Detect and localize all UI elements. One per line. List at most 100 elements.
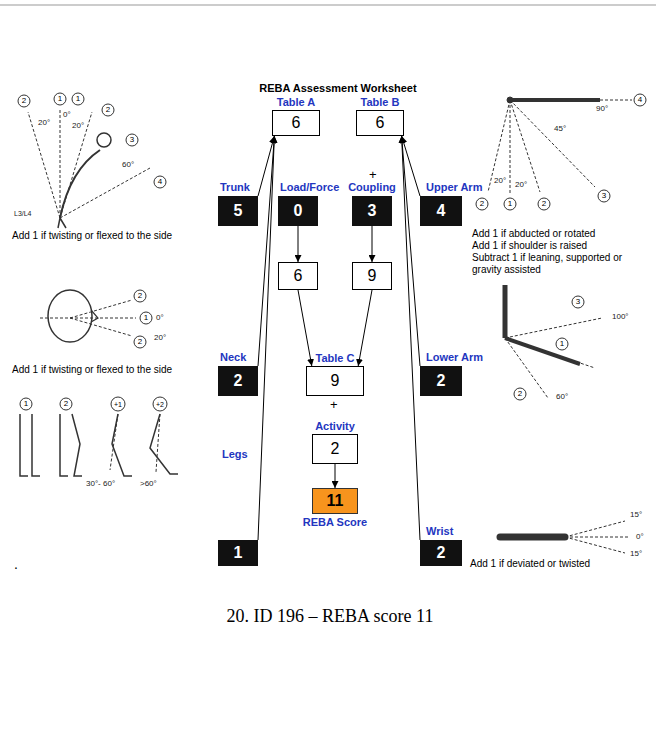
- table-score-box: Activity2: [312, 434, 358, 464]
- score-input-box: Upper Arm4: [420, 196, 462, 226]
- flow-arrow: [335, 464, 336, 488]
- operator-sign: .: [14, 556, 18, 572]
- score-value: 1: [234, 544, 243, 562]
- score-value: 5: [234, 202, 243, 220]
- callout-number: 1: [144, 314, 148, 322]
- angle-label: 20°: [494, 176, 506, 185]
- score-value: 2: [437, 544, 446, 562]
- angle-label: 0°: [156, 313, 164, 322]
- score-value: 9: [331, 372, 340, 390]
- callout-number: 2: [480, 200, 484, 208]
- angle-label: 0°: [63, 110, 71, 119]
- table-score-box: Table A6: [272, 110, 320, 136]
- score-value: 3: [368, 202, 377, 220]
- score-input-box: Wrist2: [420, 540, 462, 566]
- box-heading: Neck: [220, 351, 246, 363]
- angle-label: >60°: [140, 479, 157, 488]
- table-score-box: 6: [278, 262, 318, 290]
- callout-number: 4: [638, 96, 642, 104]
- callout-number: 2: [64, 400, 68, 408]
- note-text: Add 1 if twisting or flexed to the side: [12, 230, 172, 242]
- angle-label: 20°: [154, 333, 166, 342]
- box-heading: Coupling: [348, 181, 396, 193]
- angle-label: 60°: [122, 160, 134, 169]
- angle-label: 90°: [596, 104, 608, 113]
- flow-arrow: [298, 290, 312, 366]
- operator-sign: +: [330, 398, 338, 413]
- score-value: 0: [294, 202, 303, 220]
- box-heading: Load/Force: [280, 181, 339, 193]
- table-score-box: Table C9: [306, 366, 364, 396]
- callout-number: 1: [508, 200, 512, 208]
- box-heading: Trunk: [220, 181, 250, 193]
- note-text: Add 1 if deviated or twisted: [470, 558, 590, 570]
- angle-label: 20°: [38, 118, 50, 127]
- flow-arrow: [402, 136, 420, 540]
- note-text: Subtract 1 if leaning, supported or grav…: [472, 252, 642, 275]
- score-value: 2: [331, 440, 340, 458]
- angle-label: 0°: [636, 532, 644, 541]
- section-label: Legs: [222, 448, 248, 461]
- box-heading: Lower Arm: [426, 351, 483, 363]
- callout-number: 1: [24, 400, 28, 408]
- final-score-box: 11REBA Score: [312, 488, 358, 514]
- callout-number: 2: [542, 200, 546, 208]
- angle-label: 15°: [630, 510, 642, 519]
- callout-number: 1: [76, 95, 80, 103]
- score-input-box: Trunk5: [218, 196, 258, 226]
- angle-label: 100°: [612, 312, 629, 321]
- score-input-box: Load/Force0: [278, 196, 318, 226]
- callout-number: 1: [560, 340, 564, 348]
- angle-label: L3/L4: [14, 210, 32, 218]
- callout-number: 3: [602, 192, 606, 200]
- callout-number: 3: [130, 136, 134, 144]
- box-heading: Upper Arm: [426, 181, 482, 193]
- box-heading: Table C: [316, 352, 355, 364]
- callout-number: 3: [576, 298, 580, 306]
- score-value: 2: [234, 372, 243, 390]
- score-value: 4: [437, 202, 446, 220]
- callout-number: 1: [58, 95, 62, 103]
- angle-label: 20°: [515, 180, 527, 189]
- flow-arrow: [298, 226, 299, 262]
- score-value: 6: [376, 114, 385, 132]
- callout-number: 4: [158, 178, 162, 186]
- score-input-box: 1: [218, 540, 258, 566]
- score-value: 2: [437, 372, 446, 390]
- score-input-box: Lower Arm2: [420, 366, 462, 396]
- note-text: Add 1 if shoulder is raised: [472, 240, 587, 252]
- angle-label: 20°: [72, 121, 84, 130]
- box-heading: Table A: [277, 96, 316, 108]
- callout-number: 2: [518, 390, 522, 398]
- callout-number: 2: [138, 292, 142, 300]
- figure-caption: 20. ID 196 – REBA score 11: [130, 606, 530, 627]
- angle-label: 60°: [556, 392, 568, 401]
- callout-number: 2: [106, 106, 110, 114]
- box-heading: Table B: [361, 96, 400, 108]
- note-text: Add 1 if twisting or flexed to the side: [12, 364, 172, 376]
- table-score-box: 9: [352, 262, 392, 290]
- box-heading: REBA Score: [303, 516, 367, 528]
- operator-sign: +: [369, 168, 377, 183]
- angle-label: 15°: [630, 549, 642, 558]
- angle-label: 30°- 60°: [86, 479, 115, 488]
- score-value: 6: [294, 267, 303, 285]
- callout-number: 2: [22, 97, 26, 105]
- table-score-box: Table B6: [356, 110, 404, 136]
- box-heading: Activity: [315, 420, 355, 432]
- score-input-box: Neck2: [218, 366, 258, 396]
- score-value: 6: [292, 114, 301, 132]
- score-value: 11: [327, 492, 344, 510]
- callout-number: +2: [156, 401, 164, 408]
- note-text: Add 1 if abducted or rotated: [472, 228, 595, 240]
- worksheet-title: REBA Assessment Worksheet: [218, 82, 458, 95]
- flow-arrow: [372, 226, 373, 262]
- flow-arrow: [258, 136, 274, 540]
- box-heading: Wrist: [426, 525, 453, 537]
- callout-number: +1: [114, 401, 122, 408]
- angle-label: 45°: [554, 124, 566, 133]
- flow-arrow: [358, 290, 372, 366]
- score-input-box: Coupling3: [352, 196, 392, 226]
- callout-number: 2: [138, 338, 142, 346]
- score-value: 9: [368, 267, 377, 285]
